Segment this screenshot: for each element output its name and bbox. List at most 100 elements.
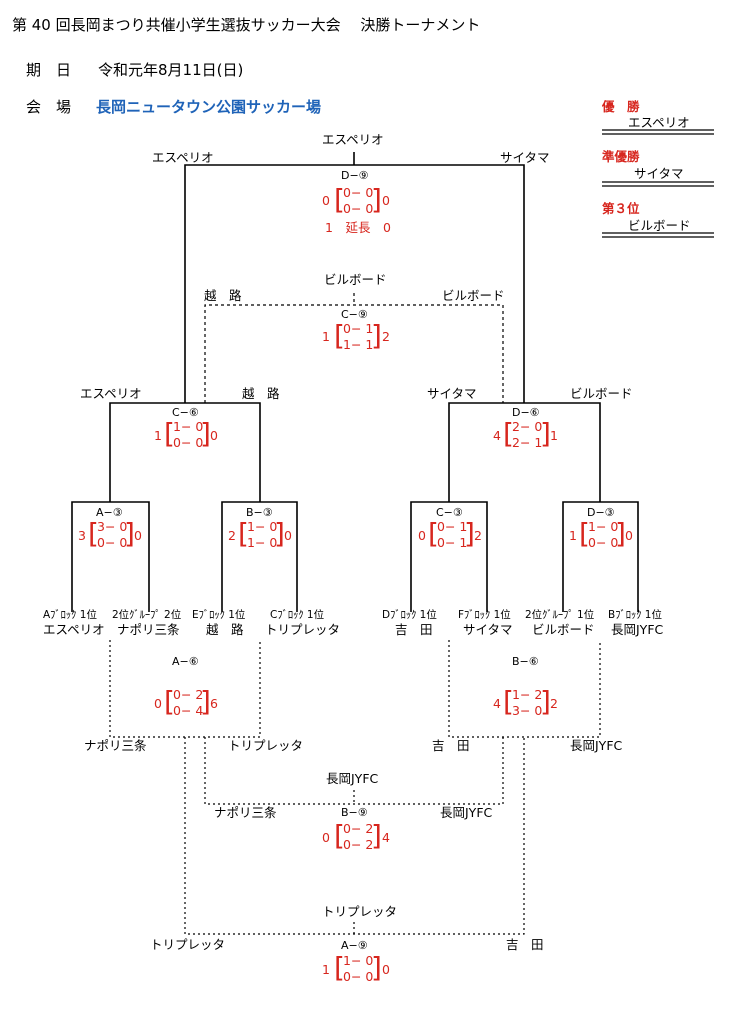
score-total-left: 0 bbox=[418, 528, 426, 543]
b9-left-team: ナポリ三条 bbox=[214, 805, 277, 820]
runnerup-label: 準優勝 bbox=[602, 149, 640, 164]
score-total-left: 3 bbox=[78, 528, 86, 543]
score-total-right: 2 bbox=[474, 528, 482, 543]
bracket-close: ] bbox=[124, 517, 135, 550]
final-right-team: サイタマ bbox=[500, 150, 550, 165]
bracket-close: ] bbox=[540, 417, 551, 450]
champion-name: エスペリオ bbox=[628, 115, 690, 130]
score-total-right: 4 bbox=[382, 830, 390, 845]
match-code-c3: C−③ bbox=[436, 506, 463, 519]
venue-label: 会 場 bbox=[26, 98, 72, 116]
match-code-a3: A−③ bbox=[96, 506, 123, 519]
final-winner: エスペリオ bbox=[322, 132, 384, 147]
score-half1: 1− 0 bbox=[173, 419, 204, 434]
bracket-close: ] bbox=[371, 319, 382, 352]
semi-d6-left-team: サイタマ bbox=[427, 386, 477, 401]
a6-left-team: ナポリ三条 bbox=[84, 738, 147, 753]
score-half1: 2− 0 bbox=[512, 419, 543, 434]
a9-right-team: 吉 田 bbox=[506, 937, 544, 952]
team-2-block: 2位ｸﾞﾙｰﾌﾟ 2位 bbox=[112, 609, 182, 621]
venue-value: 長岡ニュータウン公園サッカー場 bbox=[96, 98, 322, 116]
a9-left-team: トリプレッタ bbox=[150, 937, 226, 952]
bracket-close: ] bbox=[274, 517, 285, 550]
score-half1: 1− 2 bbox=[512, 687, 543, 702]
match-code-a6: A−⑥ bbox=[172, 655, 199, 668]
score-half1: 0− 0 bbox=[343, 185, 374, 200]
semi-c6-right-team: 越 路 bbox=[242, 386, 280, 401]
score-half1: 1− 0 bbox=[247, 519, 278, 534]
score-half2: 2− 1 bbox=[512, 435, 543, 450]
match-code-d9: D−⑨ bbox=[341, 169, 369, 182]
bracket-open: [ bbox=[334, 183, 345, 216]
bracket-open: [ bbox=[428, 517, 439, 550]
score-total-right: 0 bbox=[210, 428, 218, 443]
third-right-team: ビルボード bbox=[442, 288, 505, 303]
score-total-right: 2 bbox=[382, 329, 390, 344]
third-name: ビルボード bbox=[628, 218, 691, 233]
final-left-team: エスペリオ bbox=[152, 150, 214, 165]
bracket-open: [ bbox=[503, 685, 514, 718]
score-half2: 0− 4 bbox=[173, 703, 204, 718]
a9-winner: トリプレッタ bbox=[322, 904, 398, 919]
third-place-winner: ビルボード bbox=[324, 272, 387, 287]
bracket-open: [ bbox=[334, 819, 345, 852]
bracket-close: ] bbox=[371, 819, 382, 852]
team-5-block: Dﾌﾞﾛｯｸ 1位 bbox=[382, 609, 437, 621]
bracket-open: [ bbox=[88, 517, 99, 550]
score-total-left: 1 bbox=[569, 528, 577, 543]
score-half2: 0− 2 bbox=[343, 837, 374, 852]
score-total-right: 1 bbox=[550, 428, 558, 443]
score-total-right: 0 bbox=[134, 528, 142, 543]
team-7-name: ビルボード bbox=[532, 622, 595, 637]
score-half2: 0− 1 bbox=[437, 535, 468, 550]
semi-d6-right-team: ビルボード bbox=[570, 386, 633, 401]
team-3-name: 越 路 bbox=[206, 622, 244, 637]
runnerup-name: サイタマ bbox=[634, 166, 684, 181]
b6-left-team: 吉 田 bbox=[432, 738, 470, 753]
score-half1: 0− 1 bbox=[437, 519, 468, 534]
extra-time-note: 1 延長 0 bbox=[325, 220, 391, 235]
team-1-block: Aﾌﾞﾛｯｸ 1位 bbox=[43, 609, 97, 621]
score-total-left: 1 bbox=[322, 329, 330, 344]
team-8-block: Bﾌﾞﾛｯｸ 1位 bbox=[608, 609, 662, 621]
score-total-right: 6 bbox=[210, 696, 218, 711]
match-code-c6: C−⑥ bbox=[172, 406, 199, 419]
match-code-c9: C−⑨ bbox=[341, 308, 368, 321]
team-4-block: Cﾌﾞﾛｯｸ 1位 bbox=[270, 609, 325, 621]
bracket-close: ] bbox=[540, 685, 551, 718]
score-total-left: 4 bbox=[493, 696, 501, 711]
team-7-block: 2位ｸﾞﾙｰﾌﾟ 1位 bbox=[525, 609, 595, 621]
score-total-right: 2 bbox=[550, 696, 558, 711]
semi-c6-left-team: エスペリオ bbox=[80, 386, 142, 401]
score-total-right: 0 bbox=[284, 528, 292, 543]
score-total-left: 1 bbox=[322, 962, 330, 977]
date-value: 令和元年8月11日(日) bbox=[98, 61, 244, 79]
bracket-close: ] bbox=[371, 183, 382, 216]
score-half1: 0− 2 bbox=[343, 821, 374, 836]
score-half2: 3− 0 bbox=[512, 703, 543, 718]
score-half1: 3− 0 bbox=[97, 519, 128, 534]
b9-right-team: 長岡JYFC bbox=[440, 805, 493, 820]
score-half1: 0− 1 bbox=[343, 321, 374, 336]
match-code-a9: A−⑨ bbox=[341, 939, 368, 952]
score-total-left: 2 bbox=[228, 528, 236, 543]
bracket-close: ] bbox=[615, 517, 626, 550]
team-6-block: Fﾌﾞﾛｯｸ 1位 bbox=[458, 609, 511, 621]
team-6-name: サイタマ bbox=[463, 622, 513, 637]
bracket-open: [ bbox=[334, 319, 345, 352]
score-total-left: 0 bbox=[154, 696, 162, 711]
team-3-block: Eﾌﾞﾛｯｸ 1位 bbox=[192, 609, 246, 621]
third-label: 第３位 bbox=[602, 201, 640, 216]
bracket-open: [ bbox=[238, 517, 249, 550]
match-code-b9: B−⑨ bbox=[341, 806, 368, 819]
team-1-name: エスペリオ bbox=[43, 622, 105, 637]
score-half2: 0− 0 bbox=[97, 535, 128, 550]
champion-label: 優 勝 bbox=[602, 99, 640, 114]
team-4-name: トリプレッタ bbox=[265, 622, 341, 637]
match-code-b6: B−⑥ bbox=[512, 655, 539, 668]
bracket-close: ] bbox=[200, 417, 211, 450]
team-2-name: ナポリ三条 bbox=[117, 622, 180, 637]
score-total-left: 4 bbox=[493, 428, 501, 443]
bracket-close: ] bbox=[464, 517, 475, 550]
